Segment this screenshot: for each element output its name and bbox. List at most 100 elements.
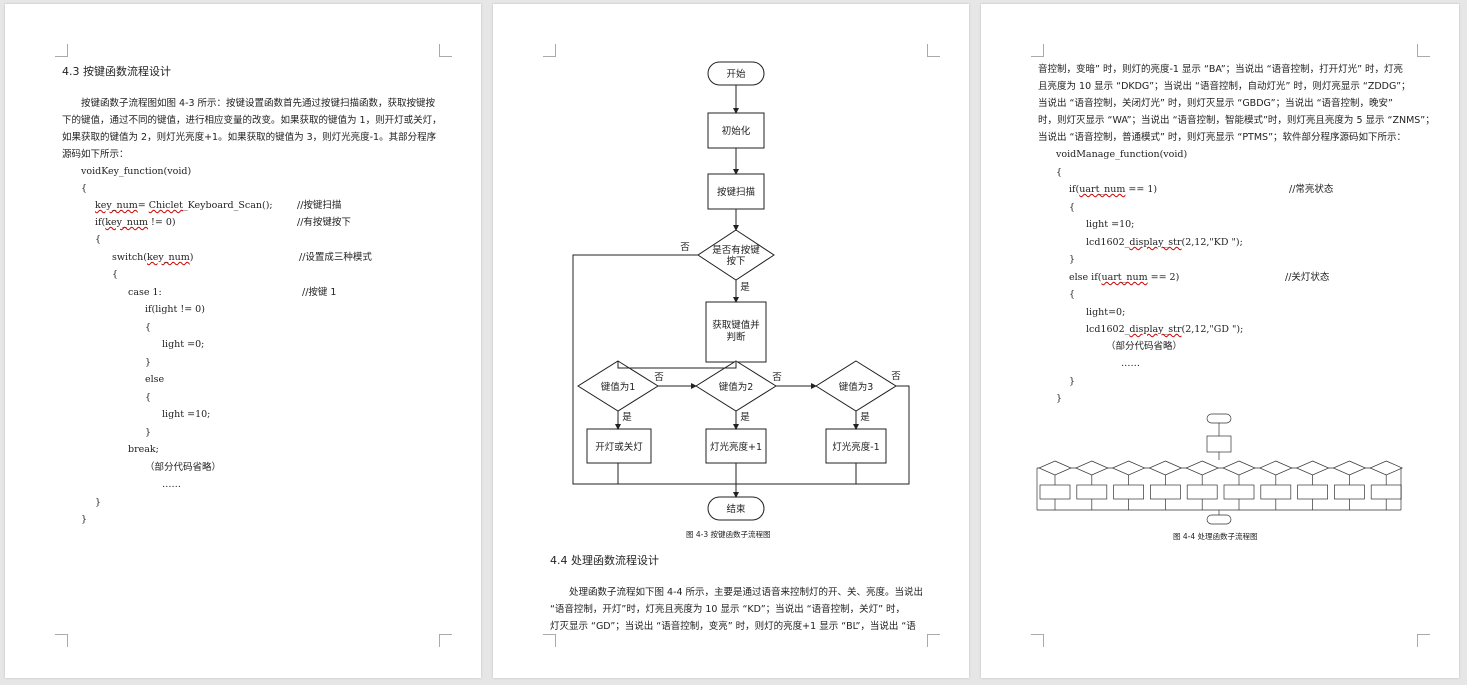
mini-action-process [1076, 484, 1108, 500]
code-line: …… [1121, 358, 1140, 369]
mini-start-terminal [1206, 413, 1232, 424]
code-line: …… [162, 479, 181, 490]
code-line: { [145, 322, 152, 333]
code-line: } [145, 427, 152, 438]
mini-action-process [1223, 484, 1255, 500]
crop-mark [927, 634, 940, 647]
yes-label: 是 [860, 412, 870, 423]
crop-mark [1031, 44, 1044, 57]
code-line: { [112, 269, 119, 280]
paragraph-line: 且亮度为 10 显示 “DKDG”；当说出 “语音控制，自动灯光” 时，则灯亮显… [1038, 81, 1411, 92]
mini-action-process [1113, 484, 1144, 500]
code-comment: //设置成三种模式 [299, 252, 372, 263]
start-label: 开始 [726, 68, 746, 80]
mini-action-process [1186, 484, 1218, 500]
key1-label: 键值为1 [601, 381, 636, 393]
code-comment: //关灯状态 [1285, 272, 1330, 283]
mini-decision-diamond [1258, 460, 1293, 476]
mini-action-process [1150, 484, 1181, 500]
paragraph-line: 处理函数子流程如下图 4-4 所示，主要是通过语音来控制灯的开、关、亮度。当说出 [569, 587, 924, 598]
mini-action-process [1260, 484, 1292, 500]
mini-action-process [1297, 484, 1328, 500]
paragraph-line: 当说出 “语音控制，普通模式” 时，则灯亮显示 “PTMS”；软件部分程序源码如… [1038, 132, 1407, 143]
crop-mark [1417, 44, 1430, 57]
scan-label: 按键扫描 [717, 186, 756, 198]
paragraph-line: 源码如下所示： [62, 149, 129, 160]
paragraph-line: 按键函数子流程图如图 4-3 所示：按键设置函数首先通过按键扫描函数，获取按键按 [81, 98, 436, 109]
figure-caption: 图 4-3 按键函数子流程图 [686, 530, 771, 539]
code-line: } [145, 357, 152, 368]
code-line: light =10; [162, 409, 211, 420]
code-line: key_num= Chiclet_Keyboard_Scan(); [95, 200, 273, 211]
document-page-3: 音控制，变暗” 时，则灯的亮度-1 显示 “BA”；当说出 “语音控制，打开灯光… [981, 4, 1459, 678]
action3-process [825, 428, 887, 464]
key-function-flowchart: 开始 初始化 按键扫描 是否有按键 按下 获取键值并 判断 键值为1 键值为2 … [572, 61, 910, 521]
no-label: 否 [654, 372, 664, 383]
code-line: （部分代码省略） [1106, 341, 1183, 352]
code-line: else [145, 374, 165, 385]
mini-decision-diamond [1332, 460, 1367, 476]
mini-decision-diamond [1369, 460, 1404, 476]
get-value-label: 获取键值并 [712, 319, 760, 331]
paragraph-line: “语音控制，开灯”时，灯亮且亮度为 10 显示 “KD”；当说出 “语音控制，关… [550, 604, 906, 615]
code-line: case 1: [128, 287, 162, 298]
code-line: { [81, 183, 88, 194]
key2-label: 键值为2 [719, 381, 754, 393]
paragraph-line: 如果获取的键值为 2，则灯光亮度+1。如果获取的键值为 3，则灯光亮度-1。其部… [62, 132, 437, 143]
code-line: lcd1602_display_str(2,12,"KD "); [1086, 237, 1243, 248]
paragraph-line: 音控制，变暗” 时，则灯的亮度-1 显示 “BA”；当说出 “语音控制，打开灯光… [1038, 64, 1404, 75]
crop-mark [55, 44, 68, 57]
mini-decision-diamond [1148, 460, 1183, 476]
mini-decision-diamond [1038, 460, 1072, 476]
code-comment: //按键 1 [302, 287, 337, 298]
code-line: voidKey_function(void) [81, 166, 192, 177]
mini-end-terminal [1206, 514, 1232, 525]
code-line: （部分代码省略） [145, 462, 222, 473]
action2-label: 灯光亮度+1 [710, 441, 762, 453]
code-line: { [1069, 202, 1076, 213]
code-line: else if(uart_num == 2) [1069, 272, 1180, 283]
code-comment: //按键扫描 [297, 200, 342, 211]
action3-label: 灯光亮度-1 [832, 441, 879, 453]
code-line: if(key_num != 0) [95, 217, 176, 228]
crop-mark [1417, 634, 1430, 647]
yes-label: 是 [740, 282, 750, 293]
mini-action-process [1039, 484, 1071, 500]
crop-mark [439, 634, 452, 647]
code-line: } [95, 497, 102, 508]
crop-mark [1031, 634, 1044, 647]
mini-action-process [1370, 484, 1402, 500]
no-label: 否 [680, 242, 690, 253]
code-line: voidManage_function(void) [1056, 149, 1188, 160]
mini-decision-diamond [1185, 460, 1220, 476]
paragraph-line: 时，则灯灭显示 “WA”；当说出 “语音控制，智能模式”时，则灯亮且亮度为 5 … [1038, 115, 1435, 126]
mini-decision-diamond [1295, 460, 1330, 476]
code-line: lcd1602_display_str(2,12,"GD "); [1086, 324, 1244, 335]
document-page-1: 4.3 按键函数流程设计 按键函数子流程图如图 4-3 所示：按键设置函数首先通… [5, 4, 481, 678]
mini-init-process [1206, 435, 1232, 453]
section-heading: 4.3 按键函数流程设计 [62, 65, 171, 78]
no-label: 否 [891, 371, 901, 382]
get-value-label: 判断 [726, 331, 746, 343]
crop-mark [927, 44, 940, 57]
section-heading: 4.4 处理函数流程设计 [550, 554, 659, 567]
mini-action-process [1334, 484, 1365, 500]
code-line: light =10; [1086, 219, 1135, 230]
action1-process [586, 428, 652, 464]
yes-label: 是 [622, 412, 632, 423]
code-line: { [1056, 167, 1063, 178]
code-line: } [81, 514, 88, 525]
init-label: 初始化 [722, 125, 751, 137]
action1-label: 开灯或关灯 [595, 441, 643, 453]
document-page-2: 开始 初始化 按键扫描 是否有按键 按下 获取键值并 判断 键值为1 键值为2 … [493, 4, 969, 678]
code-line: switch(key_num) [112, 252, 194, 263]
code-line: if(uart_num == 1) [1069, 184, 1158, 195]
crop-mark [439, 44, 452, 57]
scan-process [707, 173, 765, 210]
mini-decision-diamond [1111, 460, 1146, 476]
code-line: light=0; [1086, 307, 1126, 318]
code-comment: //常亮状态 [1289, 184, 1334, 195]
key3-label: 键值为3 [839, 381, 874, 393]
paragraph-line: 灯灭显示 “GD”；当说出 “语音控制，变亮” 时，则灯的亮度+1 显示 “BL… [550, 621, 916, 632]
process-function-flowchart [1036, 413, 1404, 525]
